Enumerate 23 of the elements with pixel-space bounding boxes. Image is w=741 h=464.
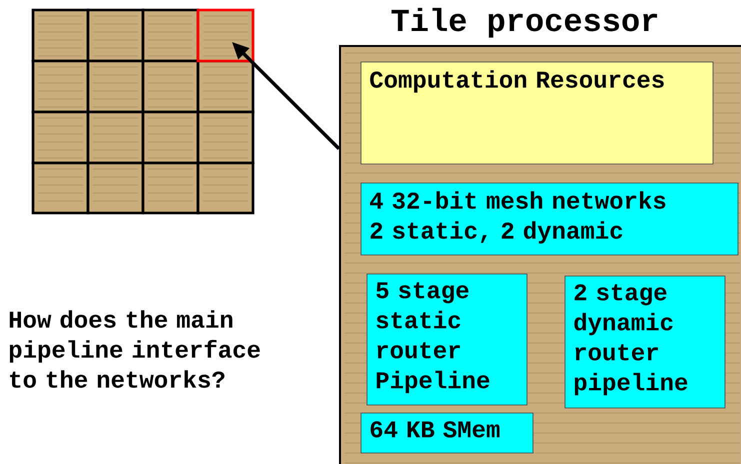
chip-tile-picture — [32, 60, 90, 114]
chip-tile-picture — [32, 8, 90, 62]
chip-tile-picture — [86, 60, 144, 114]
network-box: 5 stage static router Pipeline — [366, 274, 528, 406]
memory-box: 64 KB SMem — [360, 412, 534, 454]
chip-tile-picture — [142, 8, 200, 62]
chip-tile-picture — [142, 162, 200, 214]
chip-tile-picture — [142, 110, 200, 164]
chip-tile-picture — [86, 8, 144, 62]
chip-tile-picture — [196, 110, 254, 164]
panel-title: Tile processor — [392, 8, 658, 38]
network-box: 2 stage dynamic router pipeline — [564, 276, 726, 408]
chip-tile-picture — [196, 60, 254, 114]
chip-tile-picture — [32, 110, 90, 164]
network-box: 4 32-bit mesh networks 2 static, 2 dynamic — [360, 182, 738, 256]
chip-tile-picture — [196, 8, 254, 62]
chip-tile-picture — [86, 162, 144, 214]
chip-tile-picture — [142, 60, 200, 114]
resource-box: Computation Resources — [360, 62, 714, 164]
chip-tile-picture — [32, 162, 90, 214]
question-text: How does the main pipeline interface to the networks? — [10, 310, 260, 388]
chip-tile-picture — [86, 110, 144, 164]
chip-tile-picture — [196, 162, 254, 214]
